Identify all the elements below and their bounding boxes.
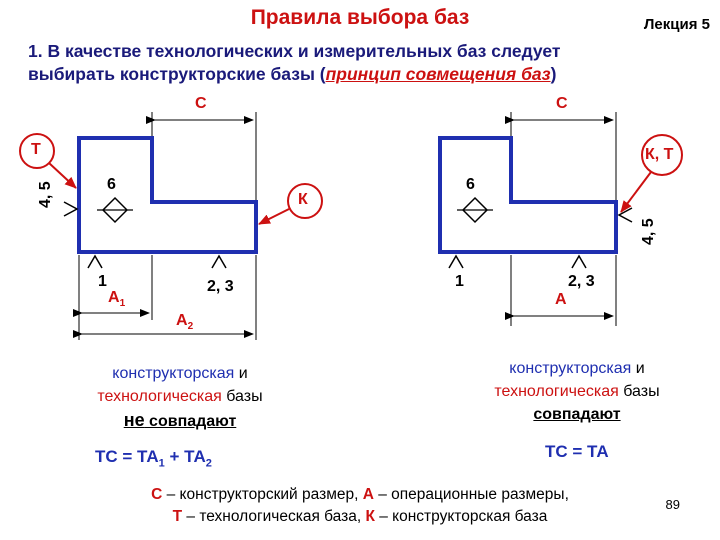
callout-T-arrow [48,162,77,189]
left-label-6: 6 [107,176,116,193]
left-diagram [19,112,323,340]
slide-title: Правила выбора баз [250,6,470,29]
base-symbol-23-right [571,254,587,269]
left-label-45: 4, 5 [37,181,54,208]
left-label-1: 1 [98,273,107,290]
callout-T-circle [19,133,55,169]
rule-emphasis: принцип совмещения баз [325,64,551,84]
left-label-A1: А1 [108,289,126,310]
callout-K-circle [287,183,323,219]
right-label-KT: К, Т [645,146,674,163]
right-label-45: 4, 5 [640,218,657,245]
left-label-T: Т [31,141,41,158]
right-label-1: 1 [455,273,464,290]
right-diagram [438,112,683,326]
right-part-outline [438,136,618,254]
left-part-outline [77,136,258,254]
rule-text: 1. В качестве технологических и измерите… [28,40,560,86]
callout-KT-circle [641,134,683,176]
callout-KT-arrow [620,171,652,213]
right-label-6: 6 [466,176,475,193]
rule-line-1: 1. В качестве технологических и измерите… [28,41,561,61]
lecture-label: Лекция 5 [643,16,710,33]
base-symbol-23 [211,254,227,269]
rule-line-2: выбирать конструкторские базы (принцип с… [28,64,557,84]
base-symbol-1-right [448,254,464,269]
right-formula: ТС = ТА [545,442,609,461]
left-label-K: К [298,191,308,208]
base-symbol-1 [87,254,103,269]
right-label-C: С [556,95,568,112]
base-symbol-45-right [617,207,633,223]
left-label-A2: А2 [176,312,194,333]
left-caption: конструкторская и технологическая базы н… [97,365,263,430]
left-label-C: С [195,95,207,112]
callout-K-arrow [258,208,290,225]
left-label-23: 2, 3 [207,278,234,295]
left-formula: ТС = ТА1 + ТА2 [95,447,212,470]
base-symbol-45 [63,201,79,217]
right-label-A: А [555,291,567,308]
symbol-6-left [97,196,133,224]
right-label-23: 2, 3 [568,273,595,290]
symbol-6-right [457,196,493,224]
right-caption: конструкторская и технологическая базы с… [494,360,660,423]
page-number: 89 [665,497,680,512]
legend: С – конструкторский размер, А – операцио… [151,486,569,525]
